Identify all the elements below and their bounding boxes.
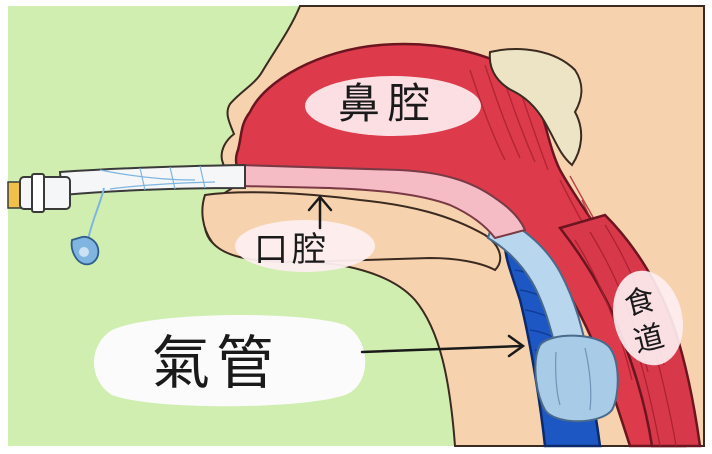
oral-cavity-label: 口腔 [254, 233, 330, 267]
nasal-cavity-label: 鼻腔 [338, 83, 438, 125]
trachea-label: 氣管 [152, 334, 280, 392]
tube-cuff [535, 336, 617, 422]
